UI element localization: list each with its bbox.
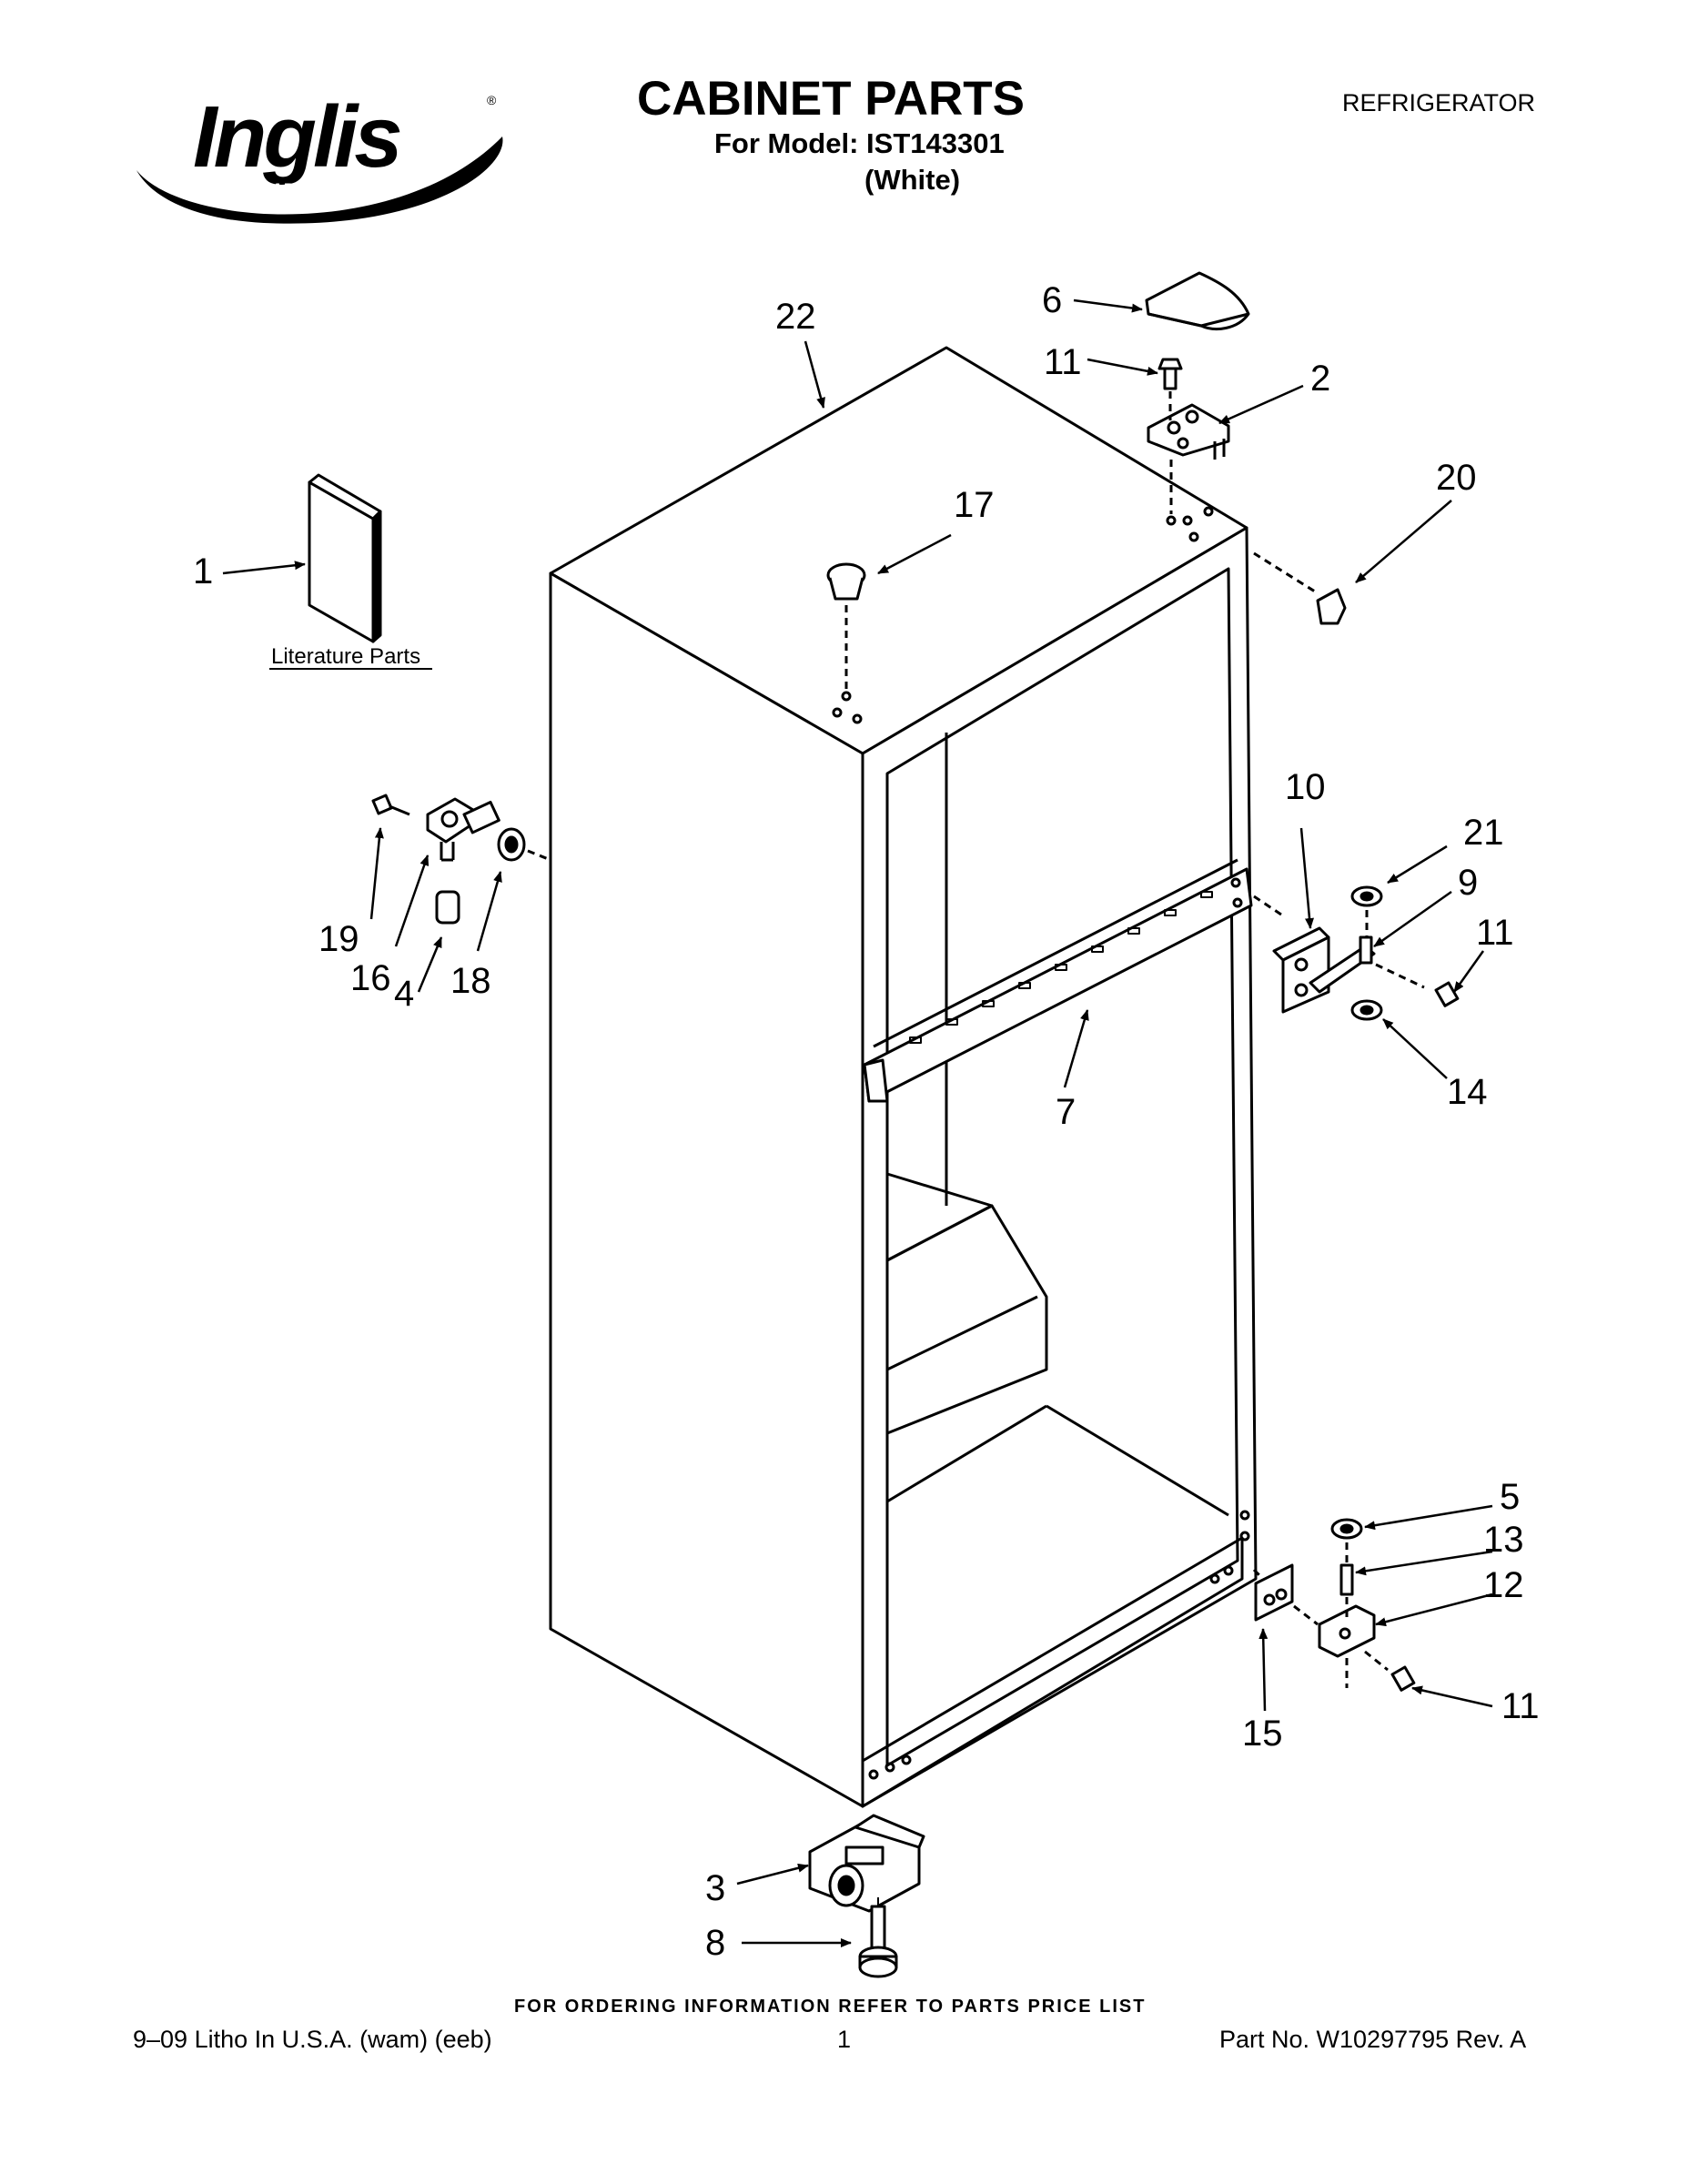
brand-logo-graphic: Inglis ® HOME APPLIANCES <box>136 88 503 224</box>
brand-name: Inglis <box>193 88 400 186</box>
category-label: REFRIGERATOR <box>1342 89 1536 116</box>
page-title: CABINET PARTS <box>637 72 1025 126</box>
callout-9: 9 <box>1458 863 1479 903</box>
litho-info: 9–09 Litho In U.S.A. (wam) (eeb) <box>133 2026 492 2053</box>
callout-16: 16 <box>350 958 391 998</box>
ordering-note: FOR ORDERING INFORMATION REFER TO PARTS … <box>514 1997 1147 2017</box>
literature-parts <box>308 473 382 643</box>
callout-11-middle: 11 <box>1476 913 1514 953</box>
callout-1: 1 <box>193 551 214 592</box>
callout-13: 13 <box>1483 1520 1524 1560</box>
callout-20: 20 <box>1436 458 1477 498</box>
callout-2: 2 <box>1310 359 1331 399</box>
top-hinge <box>1147 403 1230 460</box>
roller-assembly <box>808 1814 925 1913</box>
callout-21: 21 <box>1463 813 1504 853</box>
leader-lines <box>222 298 1493 1947</box>
callout-22: 22 <box>775 297 816 337</box>
callout-12: 12 <box>1483 1565 1524 1605</box>
hinge-cover <box>1145 271 1250 330</box>
top-plug <box>826 562 866 601</box>
door-stop <box>1316 588 1347 625</box>
center-hinge-rail <box>863 858 1253 1103</box>
part-number: Part No. W10297795 Rev. A <box>1219 2026 1527 2053</box>
top-hinge-screw <box>1157 358 1183 390</box>
callout-4: 4 <box>394 974 415 1014</box>
model-line: For Model: IST143301 <box>714 127 1005 159</box>
left-hinge-hardware <box>371 794 526 925</box>
registered-mark: ® <box>487 93 497 107</box>
leveling-leg <box>858 1905 898 1978</box>
callout-11-bottom: 11 <box>1501 1686 1540 1726</box>
page-number: 1 <box>837 2026 852 2053</box>
callout-14: 14 <box>1447 1072 1488 1112</box>
color-line: (White) <box>864 164 961 196</box>
callout-5: 5 <box>1500 1477 1521 1517</box>
brand-sub: HOME APPLIANCES <box>214 181 381 200</box>
center-hinge <box>1272 885 1460 1021</box>
callout-10: 10 <box>1285 767 1326 807</box>
callout-6: 6 <box>1042 280 1063 320</box>
callout-19: 19 <box>318 919 359 959</box>
brand-logo: Inglis ® HOME APPLIANCES <box>127 68 519 237</box>
callout-11-top: 11 <box>1044 342 1082 382</box>
callout-3: 3 <box>705 1868 726 1908</box>
callout-7: 7 <box>1056 1092 1076 1132</box>
literature-label: Literature Parts <box>271 644 421 669</box>
callout-15: 15 <box>1242 1714 1283 1754</box>
callout-8: 8 <box>705 1923 726 1963</box>
callout-18: 18 <box>450 961 491 1001</box>
bottom-hinge <box>1254 1518 1416 1692</box>
callout-17: 17 <box>954 485 995 525</box>
cabinet-shell <box>549 346 1258 1808</box>
